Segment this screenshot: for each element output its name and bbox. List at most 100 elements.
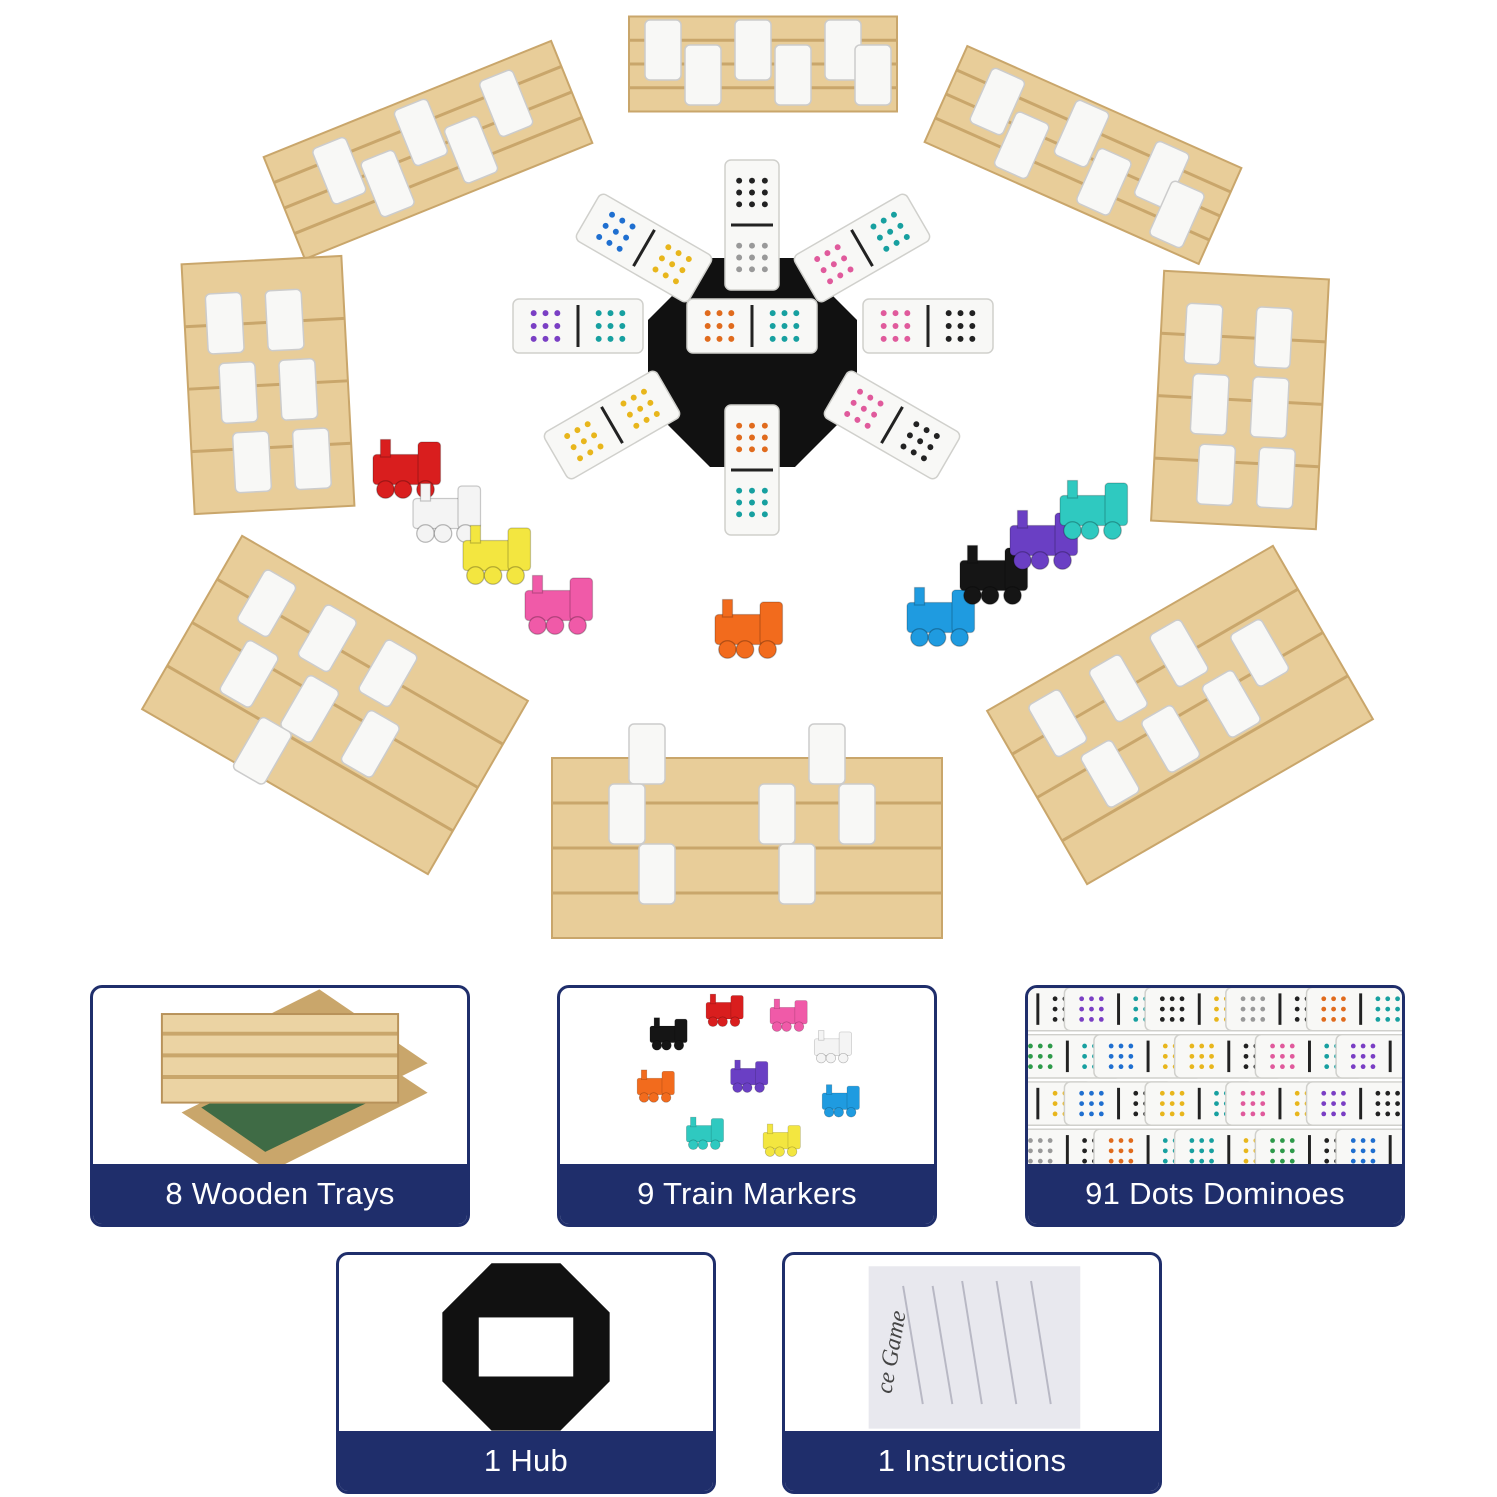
tray-domino bbox=[854, 44, 892, 106]
wooden-tray bbox=[262, 39, 594, 261]
domino-tile bbox=[1305, 1081, 1402, 1126]
tray-domino bbox=[838, 783, 876, 845]
train-marker bbox=[769, 998, 808, 1032]
spoke-domino bbox=[543, 370, 681, 480]
domino-tile bbox=[1335, 1128, 1402, 1168]
train-marker bbox=[730, 1059, 769, 1093]
tray-domino bbox=[219, 639, 279, 708]
train-marker bbox=[714, 598, 784, 659]
tray-domino bbox=[1141, 704, 1201, 773]
tray-domino bbox=[684, 44, 722, 106]
wooden-tray bbox=[1150, 269, 1330, 531]
train-marker bbox=[762, 1123, 801, 1157]
tray-domino bbox=[291, 427, 332, 491]
card-dominoes: 91 Dots Dominoes bbox=[1025, 985, 1405, 1227]
train-marker bbox=[636, 1069, 675, 1103]
spoke-domino bbox=[724, 159, 780, 291]
train-marker bbox=[1059, 479, 1129, 540]
tray-domino bbox=[297, 604, 357, 673]
tray-domino bbox=[1149, 619, 1209, 688]
card-hub: 1 Hub bbox=[336, 1252, 716, 1494]
card-train-markers: 9 Train Markers bbox=[557, 985, 937, 1227]
card-instructions: ce Game 1 Instructions bbox=[782, 1252, 1162, 1494]
tray-domino bbox=[360, 149, 415, 218]
hub-icon bbox=[442, 1263, 610, 1431]
tray-domino bbox=[969, 67, 1026, 136]
tray-domino bbox=[1196, 443, 1237, 507]
train-markers-icon bbox=[636, 993, 860, 1157]
spoke-domino bbox=[823, 370, 961, 480]
tray-domino bbox=[312, 136, 367, 205]
wooden-tray bbox=[140, 534, 530, 876]
tray-domino bbox=[1183, 302, 1224, 366]
tray-domino bbox=[758, 783, 796, 845]
tray-domino bbox=[204, 291, 245, 355]
tray-domino bbox=[479, 69, 534, 138]
domino-tile bbox=[1305, 988, 1402, 1032]
tray-domino bbox=[231, 430, 273, 494]
tray-domino bbox=[1255, 446, 1297, 510]
train-marker bbox=[524, 574, 594, 635]
tray-domino bbox=[237, 569, 297, 638]
tray-domino bbox=[1230, 618, 1290, 687]
tray-domino bbox=[278, 358, 319, 421]
spoke-domino bbox=[793, 193, 931, 303]
tray-domino bbox=[1028, 689, 1088, 758]
spoke-domino bbox=[575, 193, 713, 303]
wooden-tray bbox=[628, 15, 898, 113]
tray-domino bbox=[264, 288, 305, 352]
center-domino bbox=[686, 298, 818, 354]
card-label: 8 Wooden Trays bbox=[93, 1164, 467, 1224]
tray-domino bbox=[1088, 654, 1148, 723]
train-marker bbox=[705, 993, 744, 1027]
tray-domino bbox=[808, 723, 846, 785]
card-label: 91 Dots Dominoes bbox=[1028, 1164, 1402, 1224]
domino-tile bbox=[1335, 1033, 1402, 1079]
tray-domino bbox=[774, 44, 812, 106]
spoke-domino bbox=[862, 298, 994, 354]
tray-domino bbox=[1201, 669, 1261, 738]
tray-domino bbox=[778, 843, 816, 905]
tray-domino bbox=[340, 709, 400, 778]
tray-domino bbox=[232, 716, 292, 785]
tray-domino bbox=[1149, 180, 1205, 249]
card-label: 9 Train Markers bbox=[560, 1164, 934, 1224]
train-marker bbox=[686, 1116, 724, 1150]
tray-domino bbox=[1076, 147, 1132, 216]
train-marker bbox=[813, 1030, 852, 1064]
card-label: 1 Instructions bbox=[785, 1431, 1159, 1491]
dominoes-icon bbox=[1028, 988, 1402, 1168]
wooden-tray bbox=[180, 254, 356, 516]
tray-domino bbox=[443, 116, 499, 184]
wooden-tray bbox=[923, 44, 1243, 266]
tray-domino bbox=[628, 723, 666, 785]
wooden-tray bbox=[985, 544, 1375, 886]
train-marker bbox=[462, 524, 532, 585]
train-marker bbox=[821, 1084, 860, 1118]
wooden-trays-icon bbox=[160, 989, 428, 1168]
tray-domino bbox=[734, 19, 772, 81]
tray-domino bbox=[993, 111, 1050, 180]
product-hero-image bbox=[140, 15, 1375, 939]
tray-domino bbox=[280, 674, 340, 743]
train-marker bbox=[412, 482, 482, 543]
tray-domino bbox=[218, 361, 259, 424]
card-wooden-trays: 8 Wooden Trays bbox=[90, 985, 470, 1227]
card-label: 1 Hub bbox=[339, 1431, 713, 1491]
tray-domino bbox=[644, 19, 682, 81]
train-marker bbox=[1009, 509, 1079, 570]
tray-domino bbox=[1053, 99, 1110, 168]
spoke-domino bbox=[512, 298, 644, 354]
tray-domino bbox=[638, 843, 676, 905]
tray-domino bbox=[1080, 739, 1140, 808]
tray-domino bbox=[1189, 373, 1230, 436]
tray-domino bbox=[608, 783, 646, 845]
tray-domino bbox=[1249, 376, 1290, 439]
wooden-tray bbox=[551, 723, 943, 939]
tray-domino bbox=[393, 98, 449, 167]
tray-domino bbox=[1253, 306, 1294, 370]
train-marker bbox=[906, 586, 976, 647]
spoke-domino bbox=[724, 404, 780, 536]
instructions-icon: ce Game bbox=[868, 1266, 1081, 1429]
train-marker bbox=[649, 1017, 688, 1051]
